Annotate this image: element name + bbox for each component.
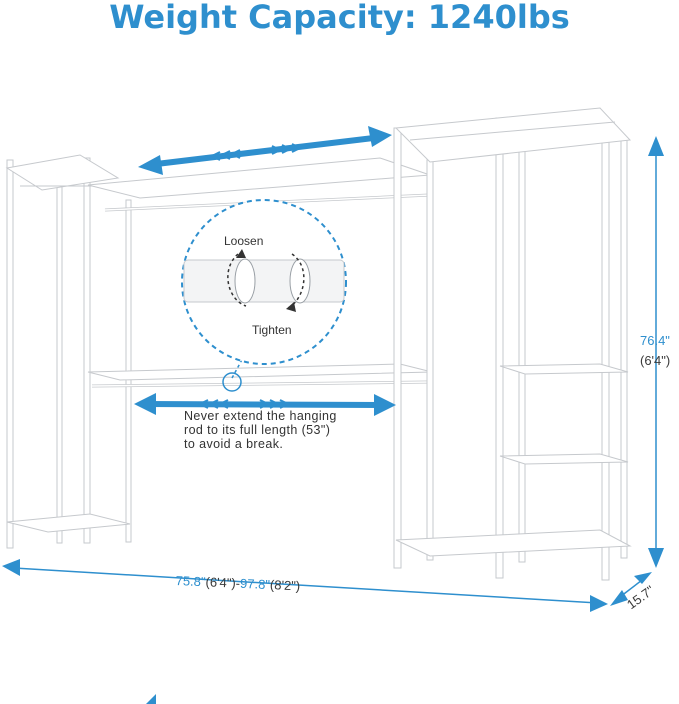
rack-frame bbox=[5, 107, 632, 581]
rod-zoom-detail bbox=[181, 199, 347, 392]
width-dimension bbox=[2, 559, 608, 612]
warning-line-2: rod to its full length (53") bbox=[184, 423, 331, 437]
top-extend-arrow bbox=[138, 126, 392, 175]
height-inches: 76.4" bbox=[640, 333, 670, 348]
width-min-inches: 75.8" bbox=[175, 573, 206, 590]
lower-extend-arrow bbox=[134, 393, 396, 416]
loosen-label: Loosen bbox=[224, 234, 264, 248]
depth-dimension bbox=[610, 572, 652, 606]
cropped-arrow-fragment bbox=[146, 694, 156, 704]
width-min-feet: (6'4") bbox=[205, 574, 237, 591]
width-max-feet: (8'2") bbox=[269, 577, 301, 594]
height-dimension bbox=[648, 136, 664, 568]
warning-line-3: to avoid a break. bbox=[184, 437, 284, 451]
hanging-rod-warning: Never extend the hanging rod to its full… bbox=[184, 409, 337, 451]
tighten-label: Tighten bbox=[252, 323, 292, 337]
height-feet: (6'4") bbox=[640, 353, 671, 368]
weight-capacity-title: Weight Capacity: 1240lbs bbox=[109, 0, 570, 36]
height-label: 76.4" (6'4") bbox=[640, 333, 670, 368]
width-max-inches: 97.8" bbox=[239, 575, 271, 593]
warning-line-1: Never extend the hanging bbox=[184, 409, 337, 423]
